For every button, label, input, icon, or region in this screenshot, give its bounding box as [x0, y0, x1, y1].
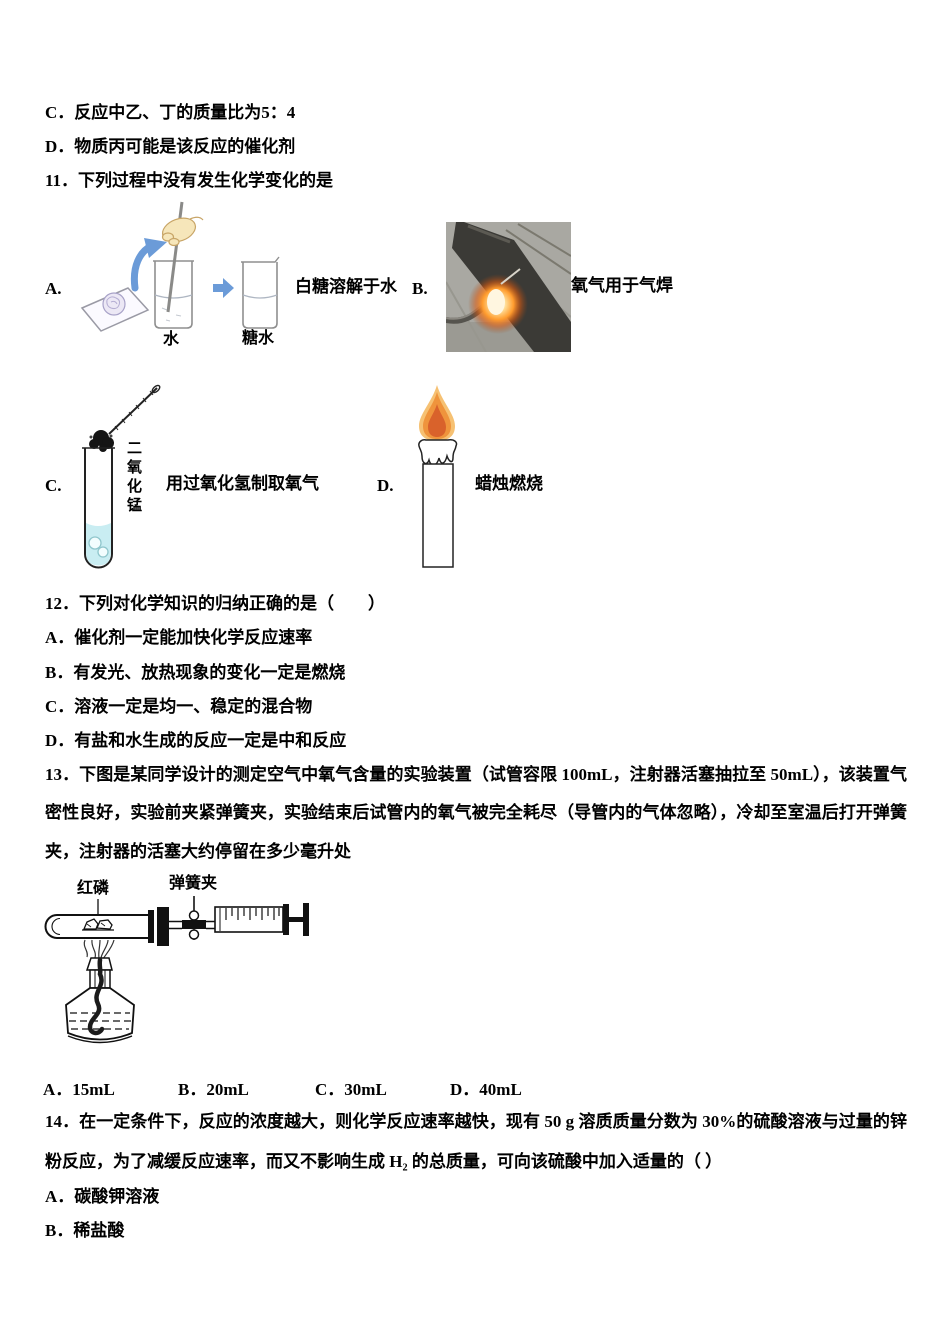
rubber-stopper	[148, 907, 169, 946]
welding-rod	[500, 268, 521, 285]
burning-candle-figure	[418, 385, 458, 568]
test-tube	[82, 447, 115, 569]
candle-body	[422, 463, 454, 568]
q12-option-c: C．溶液一定是均一、稳定的混合物	[45, 697, 313, 716]
bubble	[88, 536, 102, 550]
q12-stem: 12．下列对化学知识的归纳正确的是（ ）	[45, 594, 385, 613]
beaker-sugar-water	[241, 256, 280, 329]
q11-b-letter: B.	[412, 279, 428, 298]
q13-option-b: B．20mL	[178, 1080, 249, 1099]
q12-option-a: A．催化剂一定能加快化学反应速率	[45, 628, 313, 647]
q11-stem: 11．下列过程中没有发生化学变化的是	[45, 171, 334, 190]
beaker-water	[153, 260, 194, 329]
q13-option-a: A．15mL	[43, 1080, 115, 1099]
label-mno2-vertical: 二氧化锰	[125, 440, 141, 516]
curved-arrow-icon	[130, 238, 167, 292]
q14-stem-line1: 14．在一定条件下，反应的浓度越大，则化学反应速率越快，现有 50 g 溶质质量…	[45, 1112, 907, 1131]
q11-a-letter: A.	[45, 279, 62, 298]
alcohol-lamp	[65, 957, 135, 1044]
paper-with-sugar	[80, 287, 150, 332]
q14-option-a: A．碳酸钾溶液	[45, 1187, 160, 1206]
q12-option-b: B．有发光、放热现象的变化一定是燃烧	[45, 663, 346, 682]
lamp-wick	[87, 957, 105, 1036]
spoon-with-mno2	[89, 384, 161, 452]
gas-welding-photo	[446, 222, 571, 352]
label-spring-clamp: 弹簧夹	[169, 875, 218, 892]
connecting-tube	[169, 920, 215, 930]
q10-option-d: D．物质丙可能是该反应的催化剂	[45, 137, 296, 156]
q14-option-b: B．稀盐酸	[45, 1221, 125, 1240]
spring-clamp	[182, 896, 206, 940]
melted-wax	[418, 439, 458, 466]
label-red-phosphorus: 红磷	[77, 880, 110, 897]
label-sugar-water: 糖水	[242, 330, 275, 347]
sugar-dissolving-figure	[80, 201, 280, 332]
right-arrow-icon	[213, 278, 234, 298]
q13-stem-line1: 13．下图是某同学设计的测定空气中氧气含量的实验装置（试管容限 100mL，注射…	[45, 765, 907, 784]
q13-option-d: D．40mL	[450, 1080, 522, 1099]
q11-b-caption: 氧气用于气焊	[571, 276, 673, 295]
wires	[505, 223, 571, 275]
q13-stem-line2: 密性良好，实验前夹紧弹簧夹，实验结束后试管内的氧气被完全耗尽（导管内的气体忽略）…	[45, 803, 907, 822]
q11-d-caption: 蜡烛燃烧	[475, 474, 543, 493]
hydrogen-peroxide-test-tube-figure	[82, 384, 161, 569]
bubble	[97, 546, 109, 558]
q11-a-caption: 白糖溶解于水	[295, 277, 397, 296]
syringe	[214, 903, 309, 936]
q14-stem-line2: 粉反应，为了减缓反应速率，而又不影响生成 H₂ 的总质量，可向该硫酸中加入适量的…	[45, 1152, 723, 1171]
q13-option-c: C．30mL	[315, 1080, 387, 1099]
label-water: 水	[163, 331, 180, 348]
flame-heat-lines	[83, 939, 115, 960]
candle-flame	[419, 385, 455, 441]
syringe-graduations	[225, 908, 280, 920]
q11-c-caption: 用过氧化氢制取氧气	[166, 474, 319, 493]
q10-option-c: C．反应中乙、丁的质量比为5：4	[45, 103, 296, 122]
q11-c-letter: C.	[45, 476, 62, 495]
hand	[161, 216, 204, 247]
red-phosphorus-pile	[82, 918, 114, 931]
q11-d-letter: D.	[377, 476, 394, 495]
q12-option-d: D．有盐和水生成的反应一定是中和反应	[45, 731, 347, 750]
q13-stem-line3: 夹，注射器的活塞大约停留在多少毫升处	[45, 842, 351, 861]
oxygen-measurement-apparatus-figure	[44, 896, 309, 1044]
